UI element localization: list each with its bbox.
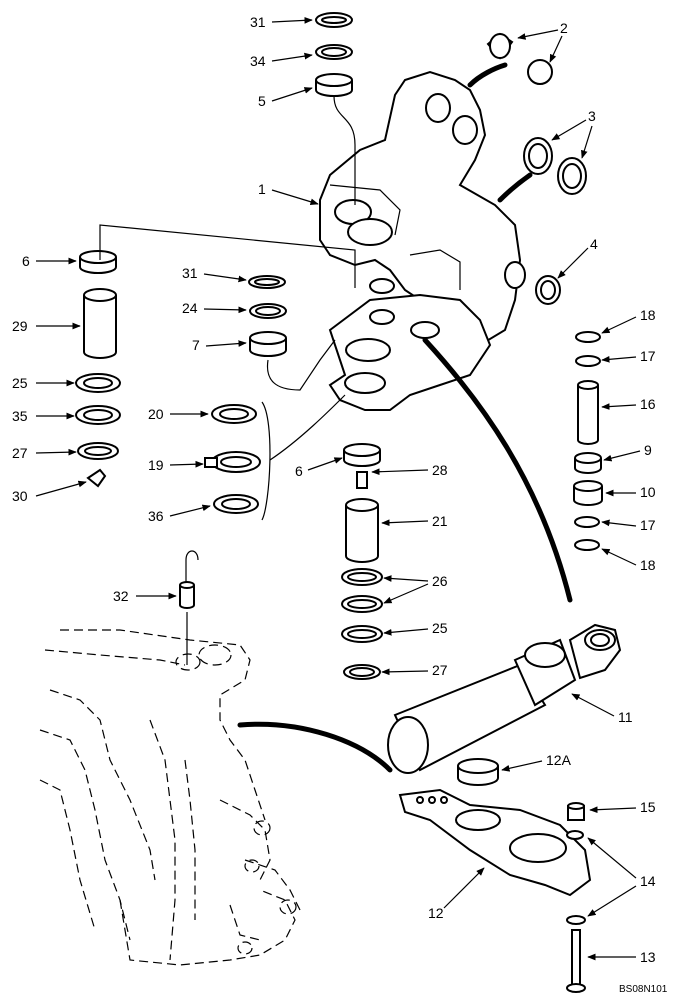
callout-10: 10 <box>640 484 656 500</box>
callout-13: 13 <box>640 949 656 965</box>
center-pin-stack <box>341 443 383 680</box>
loader-frame <box>39 629 301 966</box>
callout-18-top: 18 <box>640 307 656 323</box>
callout-31-top: 31 <box>250 14 266 30</box>
bushing-12a <box>457 758 499 786</box>
callout-36: 36 <box>148 508 164 524</box>
callout-15: 15 <box>640 799 656 815</box>
callout-35: 35 <box>12 408 28 424</box>
callout-6-left: 6 <box>22 253 30 269</box>
callout-16: 16 <box>640 396 656 412</box>
right-bushings <box>467 32 587 305</box>
callout-20: 20 <box>148 406 164 422</box>
figure-code: BS08N101 <box>619 984 668 995</box>
callout-29: 29 <box>12 318 28 334</box>
callout-26: 26 <box>432 573 448 589</box>
callout-17-top: 17 <box>640 348 656 364</box>
callout-18-bottom: 18 <box>640 557 656 573</box>
callout-7: 7 <box>192 337 200 353</box>
callout-9: 9 <box>644 442 652 458</box>
callout-31-middle: 31 <box>182 265 198 281</box>
middle-stack-parts <box>204 275 346 521</box>
callout-6-center: 6 <box>295 463 303 479</box>
callout-32: 32 <box>113 588 129 604</box>
callout-12a: 12A <box>546 752 572 768</box>
swing-tower-casting <box>319 70 526 347</box>
right-stack-parts <box>573 331 603 551</box>
callout-2: 2 <box>560 20 568 36</box>
callout-28: 28 <box>432 462 448 478</box>
pin-32 <box>179 550 199 665</box>
callout-25-left: 25 <box>12 375 28 391</box>
callout-11: 11 <box>618 709 633 725</box>
hardware-bolt-nut-washer <box>566 802 586 993</box>
left-stack-parts <box>75 224 356 488</box>
callout-19: 19 <box>148 457 164 473</box>
swing-cylinder <box>237 337 622 774</box>
callout-12: 12 <box>428 905 444 921</box>
callout-5: 5 <box>258 93 266 109</box>
swing-casting-lower <box>328 278 492 411</box>
callout-24: 24 <box>182 300 198 316</box>
callout-27-left: 27 <box>12 445 28 461</box>
callout-21: 21 <box>432 513 448 529</box>
callout-30: 30 <box>12 488 28 504</box>
callout-17-bottom: 17 <box>640 517 656 533</box>
callout-4: 4 <box>590 236 598 252</box>
callout-25-center: 25 <box>432 620 448 636</box>
link-arm <box>398 788 592 897</box>
callouts: 31 34 5 2 3 4 1 6 29 25 35 27 <box>12 14 656 965</box>
callout-1: 1 <box>258 181 266 197</box>
callout-3: 3 <box>588 108 596 124</box>
callout-34: 34 <box>250 53 266 69</box>
top-stack-parts <box>315 12 356 205</box>
callout-14: 14 <box>640 873 656 889</box>
callout-27-center: 27 <box>432 662 448 678</box>
